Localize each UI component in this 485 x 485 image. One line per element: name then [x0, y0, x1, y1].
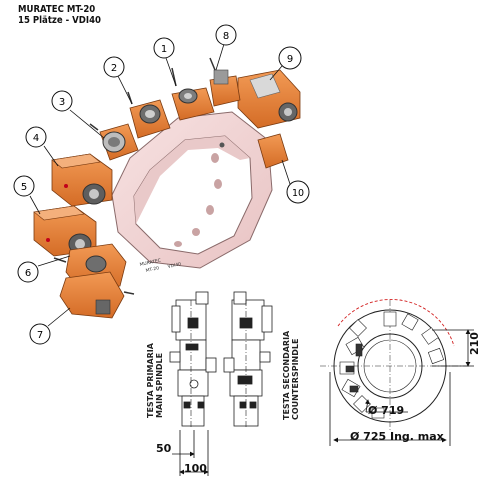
dimension-210	[432, 329, 474, 367]
dimension-725	[329, 372, 451, 446]
dim-725: Ø 725 Ing. max	[350, 430, 444, 443]
callout-10: 10	[281, 159, 310, 204]
callout-8: 8	[215, 24, 237, 71]
callout-5: 5	[13, 175, 41, 215]
callout-3: 3	[51, 90, 105, 139]
turret-isometric: MURATEC MT-20 VDI40	[13, 24, 310, 345]
tool-holder-7	[59, 271, 135, 319]
plate-text-1: MURATEC	[139, 258, 161, 268]
callout-8-label: 8	[223, 31, 229, 42]
callout-7: 7	[29, 307, 71, 345]
title-line-1: MURATEC MT-20	[18, 4, 96, 15]
plate-text-3: VDI40	[167, 261, 182, 270]
front-view	[320, 299, 474, 446]
title-block: MURATEC MT-20 15 Plätze - VDI40	[18, 4, 101, 26]
callout-5-label: 5	[21, 182, 27, 193]
callout-4: 4	[25, 126, 59, 167]
callout-6-label: 6	[25, 268, 31, 279]
callout-2-label: 2	[111, 63, 117, 74]
tool-holder-4	[51, 153, 113, 207]
dim-719: Ø 719	[368, 404, 405, 417]
counterspindle-label: TESTA SECONDARIA COUNTERSPINDLE	[282, 331, 300, 420]
tool-holder-9	[237, 69, 301, 129]
turret-ring	[111, 111, 273, 269]
plate-text-2: MT-20	[145, 265, 160, 274]
tool-holder-2	[127, 91, 171, 139]
dimension-main-spindle	[172, 430, 209, 476]
swing-arc	[337, 299, 455, 347]
dim-210: 210	[468, 332, 481, 355]
tool-holder-3	[89, 123, 139, 161]
side-view-main-spindle	[169, 291, 217, 428]
counterspindle-label-2: COUNTERSPINDLE	[291, 338, 300, 420]
tool-holder-1	[171, 67, 215, 121]
callout-9-label: 9	[287, 54, 293, 65]
callout-1-label: 1	[161, 44, 167, 55]
main-spindle-label: TESTA PRIMARIA MAIN SPINDLE	[146, 343, 164, 418]
callout-9: 9	[269, 46, 302, 81]
callout-7-label: 7	[37, 330, 43, 341]
title-line-2: 15 Plätze - VDI40	[18, 15, 101, 26]
counterspindle-label-1: TESTA SECONDARIA	[282, 330, 291, 420]
callout-2: 2	[103, 56, 133, 105]
dim-50: 50	[156, 442, 172, 455]
callout-6: 6	[17, 255, 71, 283]
dimension-719	[364, 399, 408, 413]
callout-1: 1	[153, 37, 177, 87]
side-view-counterspindle	[223, 291, 273, 428]
main-spindle-label-2: MAIN SPINDLE	[155, 352, 164, 418]
callout-10-label: 10	[292, 188, 304, 199]
tool-holder-8	[209, 57, 241, 107]
main-spindle-label-1: TESTA PRIMARIA	[146, 343, 155, 418]
tool-holder-10	[257, 133, 289, 169]
callout-4-label: 4	[33, 133, 39, 144]
callout-3-label: 3	[59, 97, 65, 108]
dim-100: 100	[184, 462, 207, 475]
